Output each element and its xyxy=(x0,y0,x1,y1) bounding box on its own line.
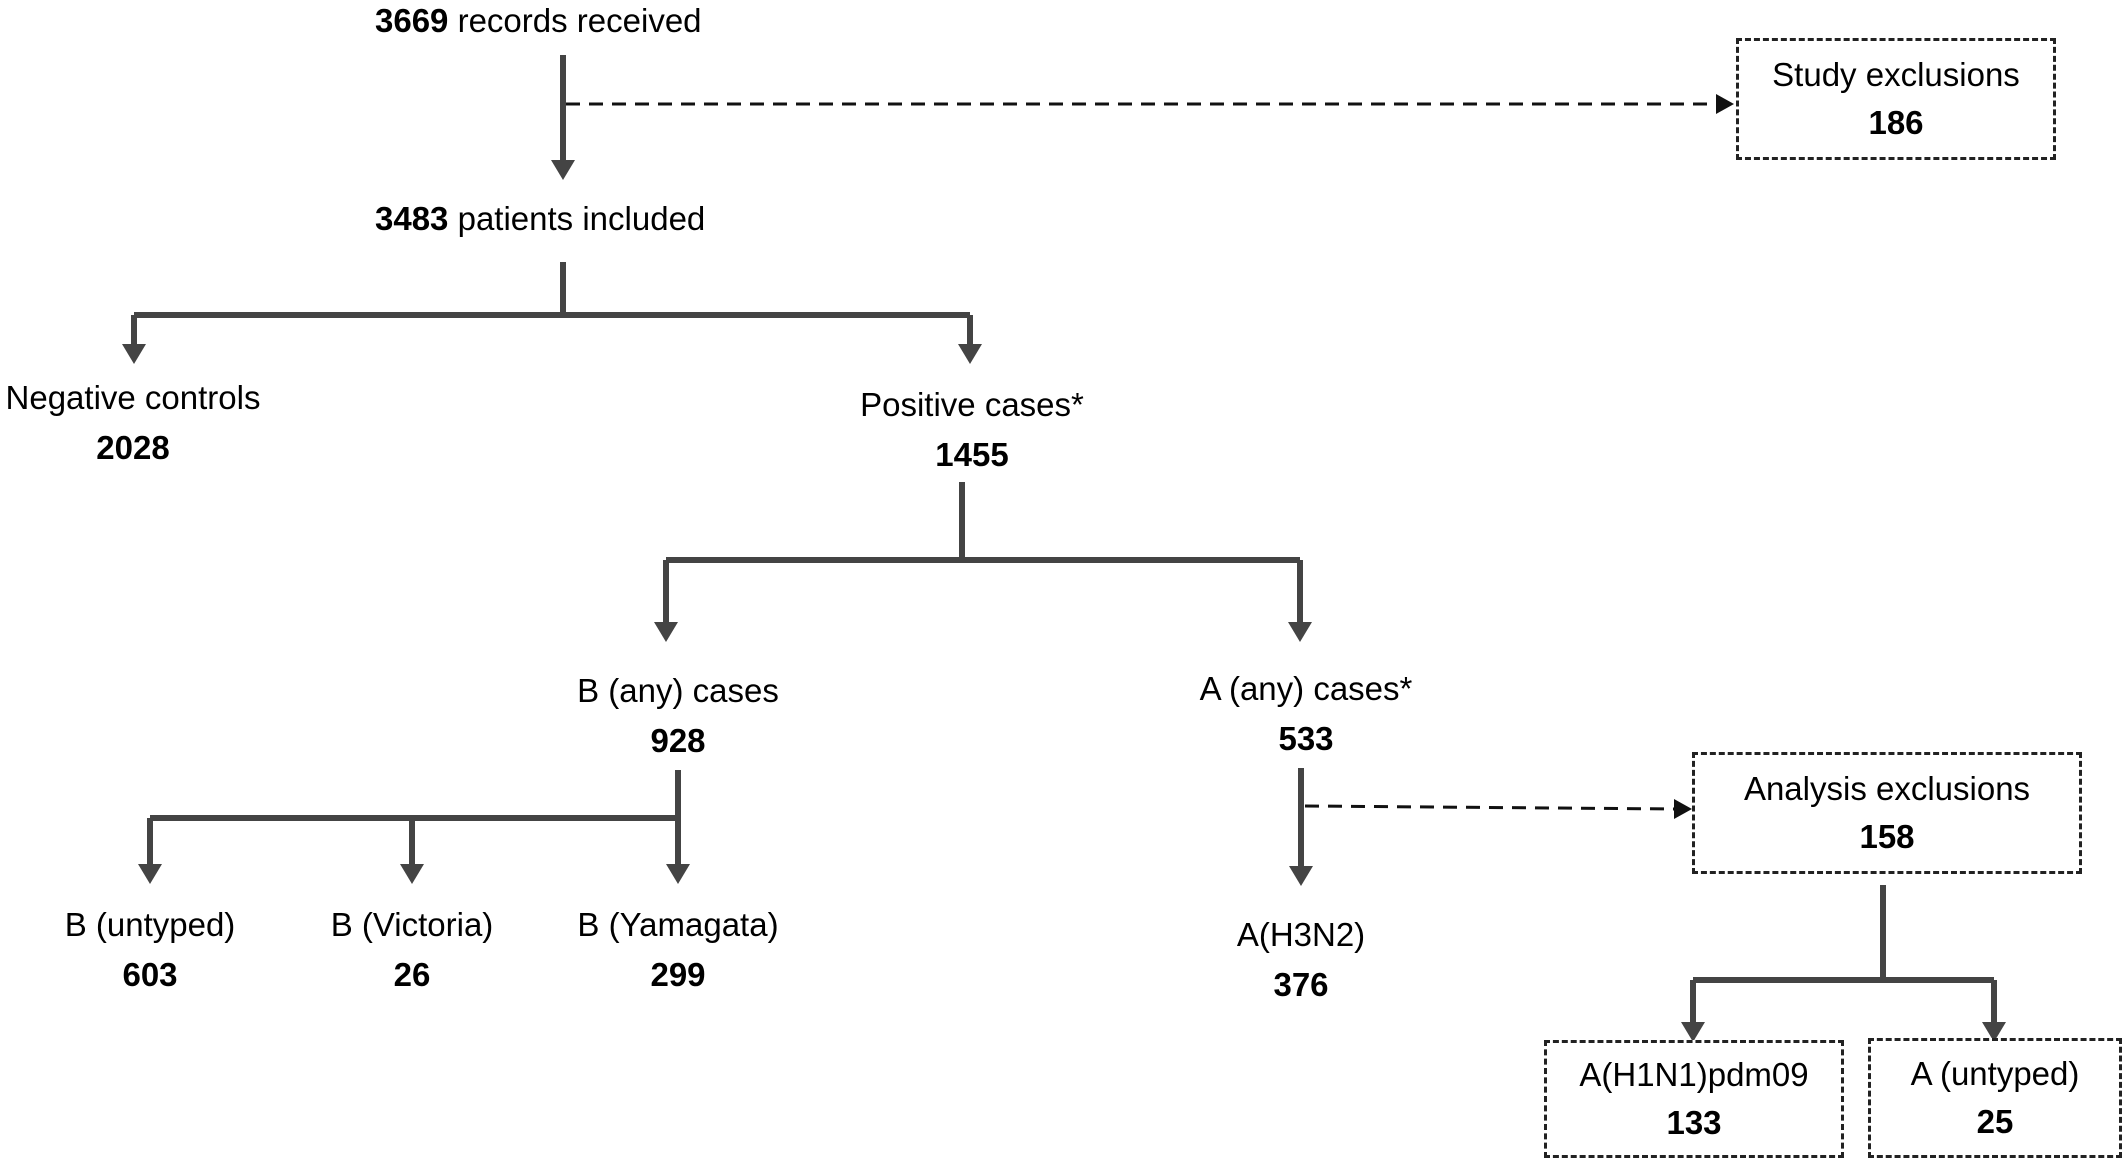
node-b-any-cases: B (any) cases 928 xyxy=(538,666,818,765)
positive-cases-label: Positive cases* xyxy=(860,386,1084,423)
b-untyped-count: 603 xyxy=(122,955,178,993)
node-b-yamagata: B (Yamagata) 299 xyxy=(558,900,798,999)
negative-controls-count: 2028 xyxy=(96,428,170,466)
analysis-exclusions-label: Analysis exclusions xyxy=(1743,770,2031,808)
box-a-untyped: A (untyped) 25 xyxy=(1868,1038,2122,1158)
study-exclusions-label: Study exclusions xyxy=(1772,56,2020,94)
included-label: patients included xyxy=(457,200,706,237)
a-h3n2-label: A(H3N2) xyxy=(1236,916,1366,953)
records-count: 3669 xyxy=(375,2,449,39)
box-analysis-exclusions: Analysis exclusions 158 xyxy=(1692,752,2082,874)
box-a-h1n1pdm09: A(H1N1)pdm09 133 xyxy=(1544,1040,1844,1158)
analysis-exclusions-count: 158 xyxy=(1859,818,1915,855)
arrowhead xyxy=(551,160,575,180)
a-h3n2-count: 376 xyxy=(1273,965,1329,1003)
a-untyped-label: A (untyped) xyxy=(1910,1055,2080,1093)
b-any-count: 928 xyxy=(650,721,706,759)
node-b-untyped: B (untyped) 603 xyxy=(40,900,260,999)
a-h1n1-label: A(H1N1)pdm09 xyxy=(1579,1056,1809,1094)
node-a-h3n2: A(H3N2) 376 xyxy=(1201,910,1401,1009)
node-patients-included: 3483 patients included xyxy=(375,202,705,235)
dashed-arrow-analysis-exclusions xyxy=(1304,804,1677,811)
a-any-count: 533 xyxy=(1278,719,1334,757)
node-a-any-cases: A (any) cases* 533 xyxy=(1166,664,1446,763)
b-victoria-label: B (Victoria) xyxy=(330,906,494,943)
b-any-label: B (any) cases xyxy=(577,672,779,709)
b-yamagata-count: 299 xyxy=(650,955,706,993)
positive-cases-count: 1455 xyxy=(935,435,1009,473)
records-label: records received xyxy=(457,2,702,39)
b-untyped-label: B (untyped) xyxy=(64,906,236,943)
study-exclusions-count: 186 xyxy=(1868,104,1924,141)
negative-controls-label: Negative controls xyxy=(5,379,261,416)
b-yamagata-label: B (Yamagata) xyxy=(577,906,779,943)
node-b-victoria: B (Victoria) 26 xyxy=(302,900,522,999)
a-untyped-count: 25 xyxy=(1976,1103,2014,1140)
node-positive-cases: Positive cases* 1455 xyxy=(822,380,1122,479)
a-h1n1-count: 133 xyxy=(1666,1104,1722,1141)
box-study-exclusions: Study exclusions 186 xyxy=(1736,38,2056,160)
included-count: 3483 xyxy=(375,200,449,237)
node-records-received: 3669 records received xyxy=(375,4,702,37)
b-victoria-count: 26 xyxy=(393,955,431,993)
a-any-label: A (any) cases* xyxy=(1199,670,1413,707)
node-negative-controls: Negative controls 2028 xyxy=(0,373,268,472)
